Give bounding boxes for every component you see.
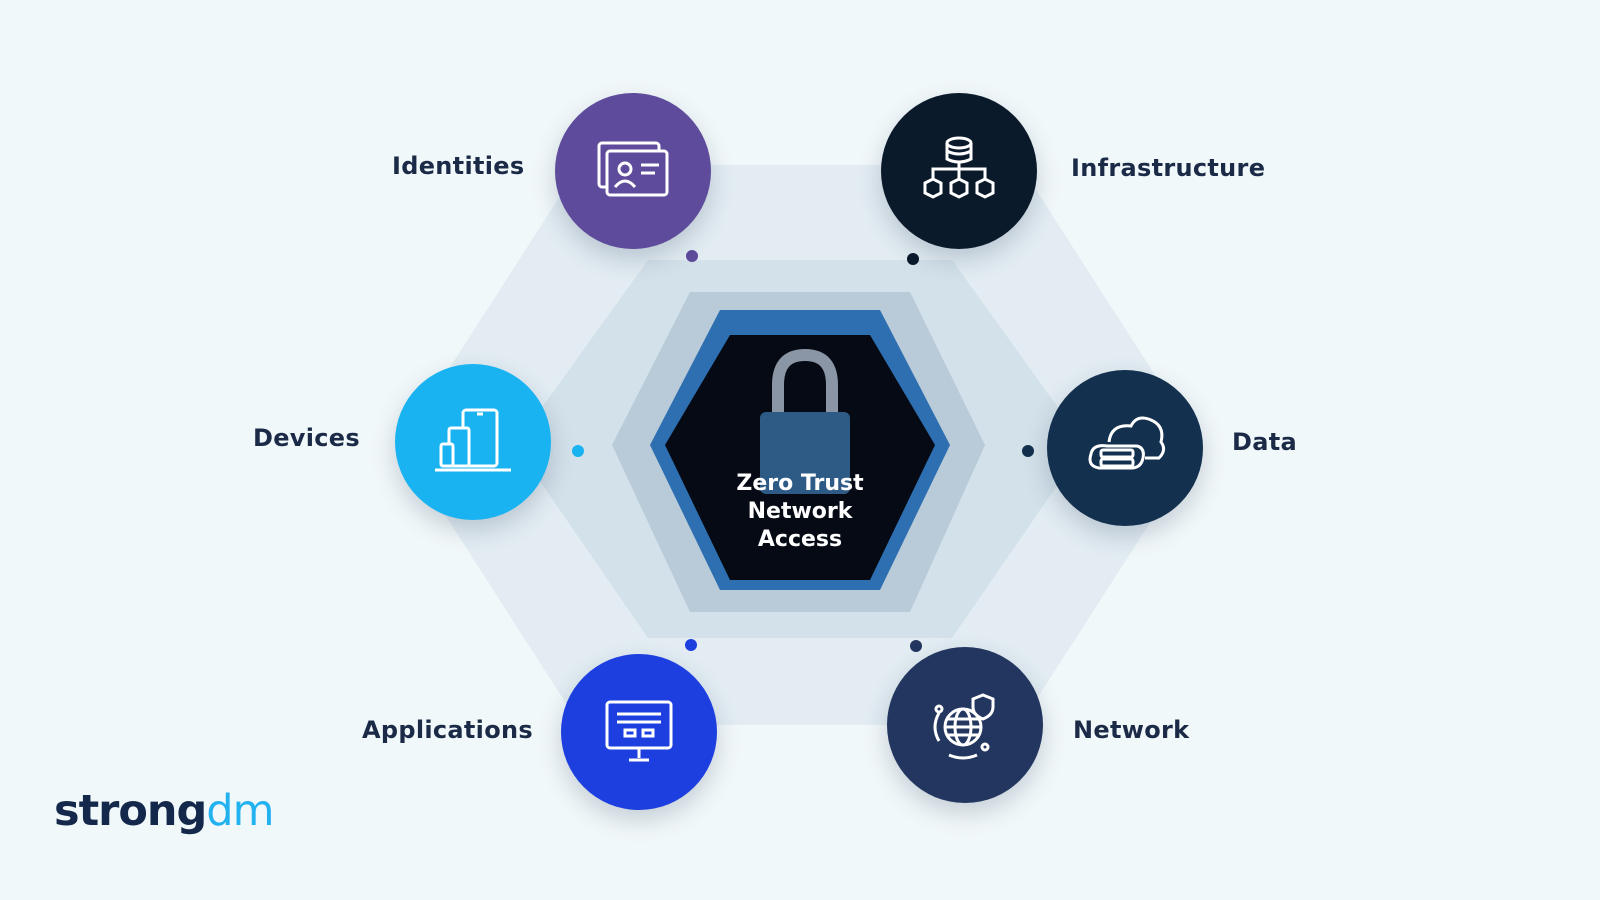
data-label: Data (1232, 428, 1297, 456)
connector-dot (686, 250, 698, 262)
applications-label: Applications (362, 716, 533, 744)
connector-dot (572, 445, 584, 457)
network-label: Network (1073, 716, 1190, 744)
globe-shield-icon (933, 693, 995, 760)
applications-node (561, 654, 717, 810)
connector-dot (1022, 445, 1034, 457)
strongdm-logo: strongdm (54, 786, 274, 836)
network-node (887, 647, 1043, 803)
devices-node (395, 364, 551, 520)
monitor-icon (605, 700, 673, 762)
database-hierarchy-icon (923, 136, 995, 199)
devices-icon (435, 408, 511, 472)
data-node (1047, 370, 1203, 526)
connector-dot (685, 639, 697, 651)
padlock-icon (760, 348, 850, 494)
infrastructure-node (881, 93, 1037, 249)
connector-dot (907, 253, 919, 265)
identities-node (555, 93, 711, 249)
center-title: Zero Trust Network Access (736, 471, 864, 552)
connector-dot (910, 640, 922, 652)
cloud-server-icon (1088, 416, 1166, 470)
devices-label: Devices (253, 424, 360, 452)
id-card-icon (597, 141, 669, 197)
infrastructure-label: Infrastructure (1071, 154, 1266, 182)
identities-label: Identities (392, 152, 525, 180)
